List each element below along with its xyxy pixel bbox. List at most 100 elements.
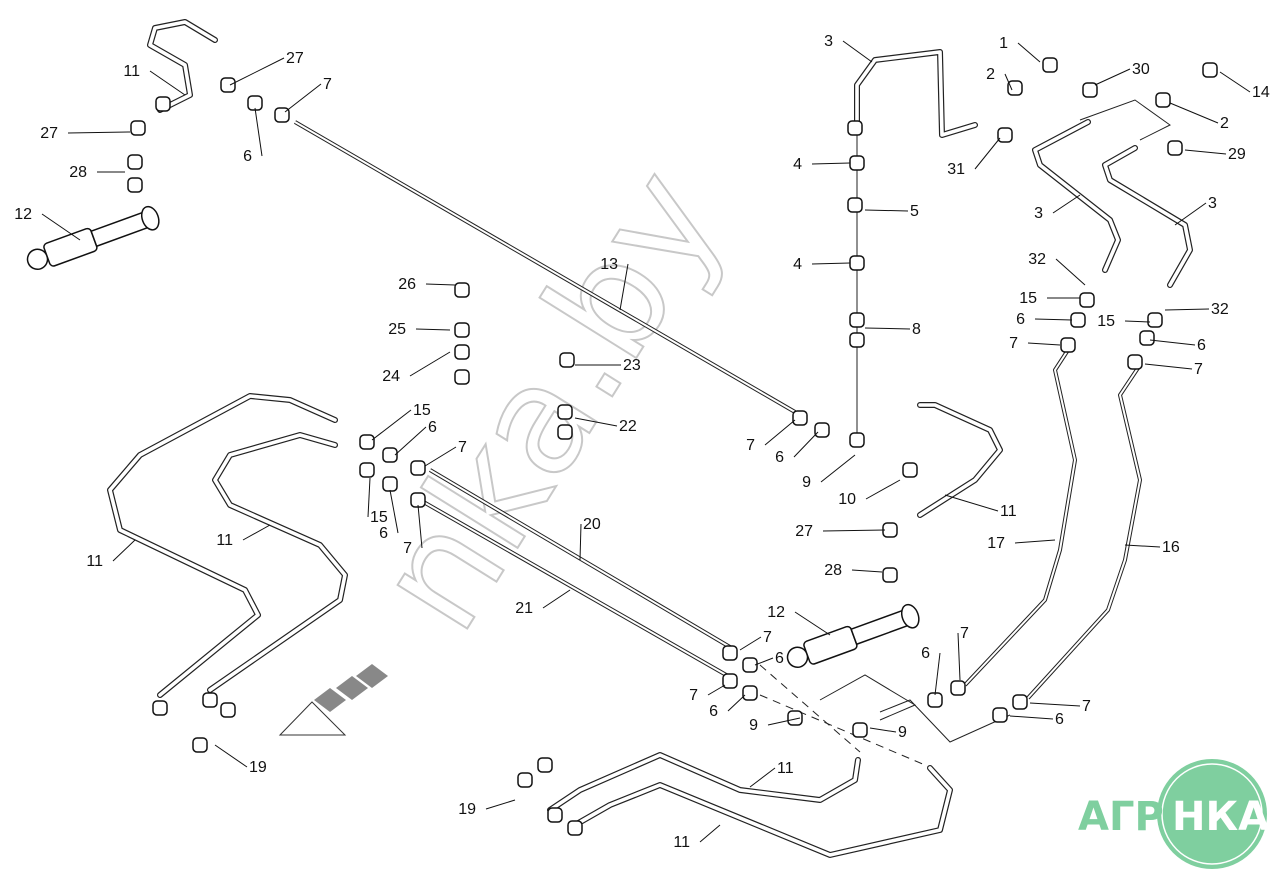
leader-line <box>1174 202 1207 226</box>
callout-label: 12 <box>14 206 32 223</box>
leader-line <box>1009 715 1054 720</box>
leader-line <box>1055 258 1086 286</box>
fitting <box>950 680 966 696</box>
leader-line <box>1004 73 1013 91</box>
pipe <box>1026 366 1142 700</box>
fitting <box>847 120 863 136</box>
fitting <box>410 492 426 508</box>
leader-line <box>214 744 248 768</box>
leader-line <box>754 657 774 666</box>
leader-line <box>944 494 999 512</box>
callout-label: 4 <box>793 156 802 173</box>
leader-line <box>1124 544 1161 548</box>
fitting <box>849 155 865 171</box>
fitting <box>902 462 918 478</box>
fitting <box>202 692 218 708</box>
callout-label: 15 <box>413 402 431 419</box>
callout-label: 7 <box>1082 698 1091 715</box>
callout-label: 7 <box>458 439 467 456</box>
callout-label: 23 <box>623 357 641 374</box>
fitting <box>567 820 583 836</box>
callout-label: 32 <box>1211 301 1229 318</box>
leader-line <box>229 57 285 86</box>
leader-line <box>1052 194 1081 214</box>
callout-label: 6 <box>1016 311 1025 328</box>
fitting <box>454 369 470 385</box>
leader-line <box>851 569 883 573</box>
leader-line <box>417 504 423 549</box>
hose <box>917 402 1003 518</box>
leader-line <box>1164 308 1210 311</box>
leader-line <box>707 684 726 696</box>
callout-label: 12 <box>767 604 785 621</box>
direction-arrow <box>278 664 388 736</box>
hose <box>1102 145 1193 288</box>
leader-line <box>1029 702 1081 707</box>
leader-line <box>934 652 941 696</box>
fitting <box>192 737 208 753</box>
leader-line <box>820 454 856 483</box>
callout-label: 7 <box>689 687 698 704</box>
fitting <box>849 332 865 348</box>
leader-line <box>842 40 873 63</box>
callout-label: 6 <box>1197 337 1206 354</box>
hydraulic-cylinder <box>786 603 920 669</box>
fitting <box>1060 337 1076 353</box>
leader-line <box>112 539 136 562</box>
callout-label: 17 <box>987 535 1005 552</box>
fitting <box>997 127 1013 143</box>
leader-line <box>1144 363 1193 370</box>
callout-label: 15 <box>1097 313 1115 330</box>
fitting <box>127 154 143 170</box>
callout-label: 6 <box>921 645 930 662</box>
fitting <box>722 673 738 689</box>
leader-line <box>811 262 851 265</box>
callout-label: 30 <box>1132 61 1150 78</box>
fitting <box>792 410 808 426</box>
leader-line <box>284 83 322 113</box>
fitting <box>1202 62 1218 78</box>
fitting <box>992 707 1008 723</box>
fitting <box>454 322 470 338</box>
leader-line <box>794 611 831 636</box>
fitting <box>130 120 146 136</box>
callout-label: 32 <box>1028 251 1046 268</box>
callout-label: 6 <box>709 703 718 720</box>
logo-left-text: АГРО <box>1078 794 1198 840</box>
leader-line <box>822 529 886 532</box>
leader-line <box>727 694 746 712</box>
fitting <box>454 344 470 360</box>
logo-right-text: НКА <box>1172 794 1269 840</box>
hose <box>207 432 348 693</box>
fitting <box>537 757 553 773</box>
fitting <box>1042 57 1058 73</box>
callout-label: 25 <box>388 321 406 338</box>
leader-line <box>394 426 427 456</box>
leader-line <box>254 107 263 157</box>
callout-label: 19 <box>249 759 267 776</box>
callout-label: 6 <box>775 650 784 667</box>
fitting <box>927 692 943 708</box>
leader-line <box>367 477 371 518</box>
leader-line <box>957 632 961 681</box>
leader-line <box>699 824 721 843</box>
callout-label: 28 <box>824 562 842 579</box>
callout-label: 22 <box>619 418 637 435</box>
leader-line <box>242 524 271 541</box>
callout-label: 9 <box>749 717 758 734</box>
leader-line <box>574 417 618 427</box>
fitting <box>847 197 863 213</box>
fitting <box>454 282 470 298</box>
leader-line <box>1027 342 1061 346</box>
leader-line <box>389 489 399 534</box>
fitting <box>557 404 573 420</box>
leader-line <box>1017 42 1041 63</box>
fitting <box>1070 312 1086 328</box>
fitting <box>152 700 168 716</box>
leader-line <box>974 137 1001 170</box>
fitting <box>849 432 865 448</box>
fitting <box>220 77 236 93</box>
callout-label: 11 <box>216 532 233 549</box>
leader-line <box>1014 539 1056 544</box>
